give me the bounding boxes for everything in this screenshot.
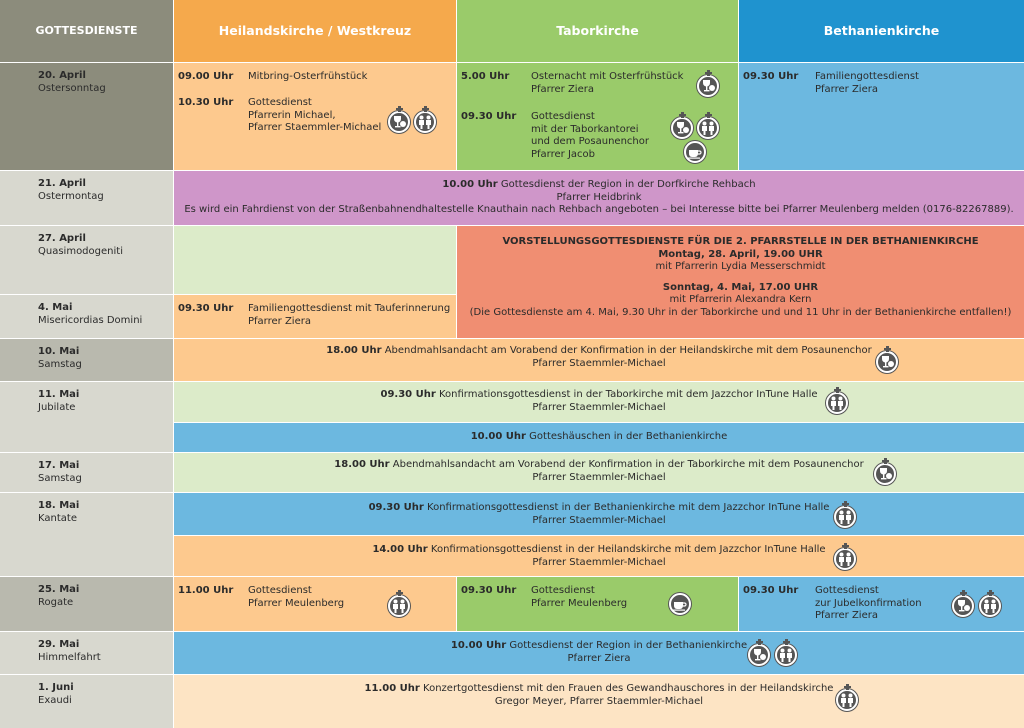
children-icon: [836, 684, 858, 711]
communion-icon: [748, 639, 770, 666]
children-icon: [834, 501, 856, 528]
time: 5.00 Uhr: [461, 71, 510, 82]
time: 09.30 Uhr: [178, 303, 234, 314]
communion-icon: [952, 590, 974, 617]
cell-gotteshaeuschen: 10.00 Uhr Gotteshäuschen in der Bethanie…: [174, 423, 1024, 452]
children-icon: [414, 106, 436, 133]
cell-presentation-services: VORSTELLUNGSGOTTESDIENSTE FÜR DIE 2. PFA…: [457, 226, 1024, 338]
children-icon: [697, 112, 719, 139]
cell-communion-service: 18.00 Uhr Abendmahlsandacht am Vorabend …: [174, 339, 1024, 381]
time: 10.30 Uhr: [178, 97, 234, 108]
header-heilandskirche: Heilandskirche / Westkreuz: [174, 0, 456, 62]
cell-empty: [174, 226, 456, 294]
time: 09.00 Uhr: [178, 71, 234, 82]
cell-communion-service: 18.00 Uhr Abendmahlsandacht am Vorabend …: [174, 453, 1024, 492]
cell-confirmation-service: 14.00 Uhr Konfirmationsgottesdienst in d…: [174, 536, 1024, 576]
coffee-icon: [684, 141, 706, 163]
time: 11.00 Uhr: [178, 585, 234, 596]
communion-icon: [874, 458, 896, 485]
header-title: GOTTESDIENSTE: [0, 0, 173, 62]
cell-confirmation-service: 09.30 Uhr Konfirmationsgottesdienst in d…: [174, 493, 1024, 535]
communion-icon: [388, 106, 410, 133]
children-icon: [775, 639, 797, 666]
time: 09.30 Uhr: [743, 71, 799, 82]
cell-heilandskirche: 09.30 Uhr Familiengottesdienst mit Taufe…: [174, 295, 456, 338]
communion-icon: [671, 112, 693, 139]
description: Mitbring-Osterfrühstück: [248, 71, 368, 82]
cell-region-service: 10.00 Uhr Gottesdienst der Region in der…: [174, 632, 1024, 674]
time: 09.30 Uhr: [461, 585, 517, 596]
cell-confirmation-service: 09.30 Uhr Konfirmationsgottesdienst in d…: [174, 382, 1024, 422]
communion-icon: [876, 346, 898, 373]
time: 09.30 Uhr: [743, 585, 799, 596]
cell-heilandskirche: 09.00 Uhr Mitbring-Osterfrühstück 10.30 …: [174, 63, 456, 170]
cell-region-service: 10.00 Uhr Gottesdienst der Region in der…: [174, 171, 1024, 225]
time: 09.30 Uhr: [461, 111, 517, 122]
children-icon: [979, 590, 1001, 617]
coffee-icon: [669, 593, 691, 615]
children-icon: [388, 590, 410, 617]
cell-concert-service: 11.00 Uhr Konzertgottesdienst mit den Fr…: [174, 675, 1024, 728]
header-bethanienkirche: Bethanienkirche: [739, 0, 1024, 62]
communion-icon: [697, 70, 719, 97]
children-icon: [834, 543, 856, 570]
header-taborkirche: Taborkirche: [457, 0, 738, 62]
children-icon: [826, 387, 848, 414]
